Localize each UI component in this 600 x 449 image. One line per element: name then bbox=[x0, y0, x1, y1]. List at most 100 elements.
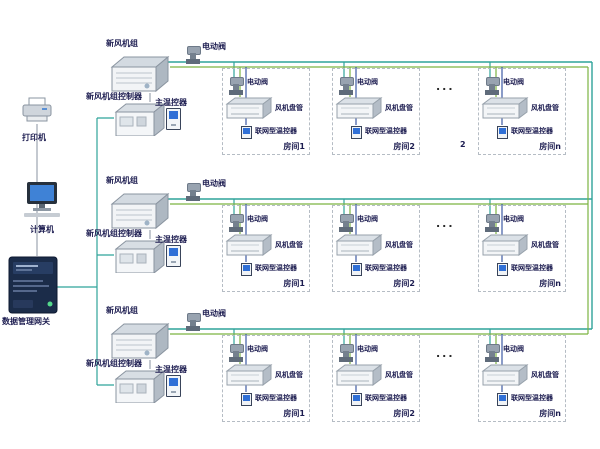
computer-label: 计算机 bbox=[30, 225, 54, 234]
teal-bus-lines bbox=[56, 61, 593, 386]
networked-thermostat-label: 联网型温控器 bbox=[255, 127, 297, 135]
networked-thermostat-icon bbox=[497, 393, 508, 406]
networked-thermostat-icon bbox=[497, 263, 508, 276]
main-thermostat-label: 主温控器 bbox=[155, 365, 187, 374]
valve-icon bbox=[229, 77, 244, 95]
main-thermostat-label: 主温控器 bbox=[155, 235, 187, 244]
room-name: 房间n bbox=[539, 409, 561, 418]
room-valve-label: 电动阀 bbox=[357, 215, 378, 223]
room-valve-label: 电动阀 bbox=[247, 215, 268, 223]
ahu-controller-icon bbox=[114, 102, 166, 138]
valve-label: 电动阀 bbox=[202, 42, 226, 51]
fan-coil-label: 风机盘管 bbox=[531, 241, 559, 249]
ahu-label: 新风机组 bbox=[106, 39, 138, 48]
valve-label: 电动阀 bbox=[202, 309, 226, 318]
room-valve-label: 电动阀 bbox=[247, 78, 268, 86]
networked-thermostat-label: 联网型温控器 bbox=[365, 127, 407, 135]
networked-thermostat-label: 联网型温控器 bbox=[365, 264, 407, 272]
room-name: 房间1 bbox=[283, 142, 305, 151]
room-valve-label: 电动阀 bbox=[503, 345, 524, 353]
fan-coil-icon bbox=[335, 363, 383, 387]
networked-thermostat-icon bbox=[351, 263, 362, 276]
ahu-icon bbox=[110, 55, 170, 93]
room-name: 房间1 bbox=[283, 279, 305, 288]
fan-coil-label: 风机盘管 bbox=[385, 371, 413, 379]
networked-thermostat-icon bbox=[241, 393, 252, 406]
fan-coil-label: 风机盘管 bbox=[385, 241, 413, 249]
fan-coil-label: 风机盘管 bbox=[275, 104, 303, 112]
fan-coil-icon bbox=[335, 96, 383, 120]
networked-thermostat-icon bbox=[241, 126, 252, 139]
ahu-controller-icon bbox=[114, 239, 166, 275]
gateway-icon bbox=[8, 256, 58, 314]
room-valve-label: 电动阀 bbox=[357, 345, 378, 353]
main-thermostat-label: 主温控器 bbox=[155, 98, 187, 107]
fan-coil-label: 风机盘管 bbox=[531, 104, 559, 112]
room-name: 房间1 bbox=[283, 409, 305, 418]
ahu-label: 新风机组 bbox=[106, 306, 138, 315]
valve-icon bbox=[186, 313, 201, 331]
stray-label: 2 bbox=[460, 140, 466, 149]
ahu-icon bbox=[110, 192, 170, 230]
valve-icon bbox=[339, 214, 354, 232]
ahu-controller-icon bbox=[114, 369, 166, 405]
main-thermostat-icon bbox=[166, 108, 181, 130]
ellipsis: ... bbox=[436, 80, 455, 93]
fan-coil-label: 风机盘管 bbox=[275, 241, 303, 249]
fan-coil-icon bbox=[481, 363, 529, 387]
fan-coil-label: 风机盘管 bbox=[531, 371, 559, 379]
room-name: 房间n bbox=[539, 279, 561, 288]
printer-icon bbox=[20, 96, 54, 124]
networked-thermostat-icon bbox=[497, 126, 508, 139]
ellipsis: ... bbox=[436, 347, 455, 360]
ahu-controller-label: 新风机组控制器 bbox=[86, 359, 142, 368]
valve-icon bbox=[339, 77, 354, 95]
networked-thermostat-label: 联网型温控器 bbox=[255, 264, 297, 272]
ahu-label: 新风机组 bbox=[106, 176, 138, 185]
room-name: 房间2 bbox=[393, 279, 415, 288]
ahu-controller-label: 新风机组控制器 bbox=[86, 229, 142, 238]
room-card: 电动阀 风机盘管 联网型温控器 房间n bbox=[478, 205, 566, 292]
room-valve-label: 电动阀 bbox=[503, 78, 524, 86]
main-thermostat-icon bbox=[166, 375, 181, 397]
gateway-label: 数据管理网关 bbox=[2, 317, 50, 326]
room-card: 电动阀 风机盘管 联网型温控器 房间2 bbox=[332, 335, 420, 422]
room-card: 电动阀 风机盘管 联网型温控器 房间n bbox=[478, 335, 566, 422]
fan-coil-icon bbox=[225, 96, 273, 120]
fan-coil-icon bbox=[481, 233, 529, 257]
room-name: 房间2 bbox=[393, 409, 415, 418]
networked-thermostat-icon bbox=[351, 126, 362, 139]
room-valve-label: 电动阀 bbox=[247, 345, 268, 353]
networked-thermostat-label: 联网型温控器 bbox=[365, 394, 407, 402]
networked-thermostat-icon bbox=[351, 393, 362, 406]
room-card: 电动阀 风机盘管 联网型温控器 房间1 bbox=[222, 335, 310, 422]
fan-coil-icon bbox=[335, 233, 383, 257]
fan-coil-icon bbox=[481, 96, 529, 120]
valve-icon bbox=[229, 344, 244, 362]
networked-thermostat-label: 联网型温控器 bbox=[511, 394, 553, 402]
room-valve-label: 电动阀 bbox=[503, 215, 524, 223]
networked-thermostat-label: 联网型温控器 bbox=[511, 127, 553, 135]
valve-icon bbox=[485, 344, 500, 362]
valve-icon bbox=[339, 344, 354, 362]
room-card: 电动阀 风机盘管 联网型温控器 房间2 bbox=[332, 68, 420, 155]
valve-icon bbox=[485, 214, 500, 232]
room-name: 房间n bbox=[539, 142, 561, 151]
ahu-icon bbox=[110, 322, 170, 360]
room-card: 电动阀 风机盘管 联网型温控器 房间1 bbox=[222, 205, 310, 292]
fan-coil-icon bbox=[225, 363, 273, 387]
room-card: 电动阀 风机盘管 联网型温控器 房间2 bbox=[332, 205, 420, 292]
room-name: 房间2 bbox=[393, 142, 415, 151]
room-card: 电动阀 风机盘管 联网型温控器 房间n bbox=[478, 68, 566, 155]
printer-label: 打印机 bbox=[22, 133, 46, 142]
valve-icon bbox=[485, 77, 500, 95]
blue-signal-lines bbox=[245, 67, 503, 392]
room-valve-label: 电动阀 bbox=[357, 78, 378, 86]
main-thermostat-icon bbox=[166, 245, 181, 267]
networked-thermostat-label: 联网型温控器 bbox=[511, 264, 553, 272]
fan-coil-icon bbox=[225, 233, 273, 257]
room-card: 电动阀 风机盘管 联网型温控器 房间1 bbox=[222, 68, 310, 155]
networked-thermostat-icon bbox=[241, 263, 252, 276]
valve-icon bbox=[186, 183, 201, 201]
